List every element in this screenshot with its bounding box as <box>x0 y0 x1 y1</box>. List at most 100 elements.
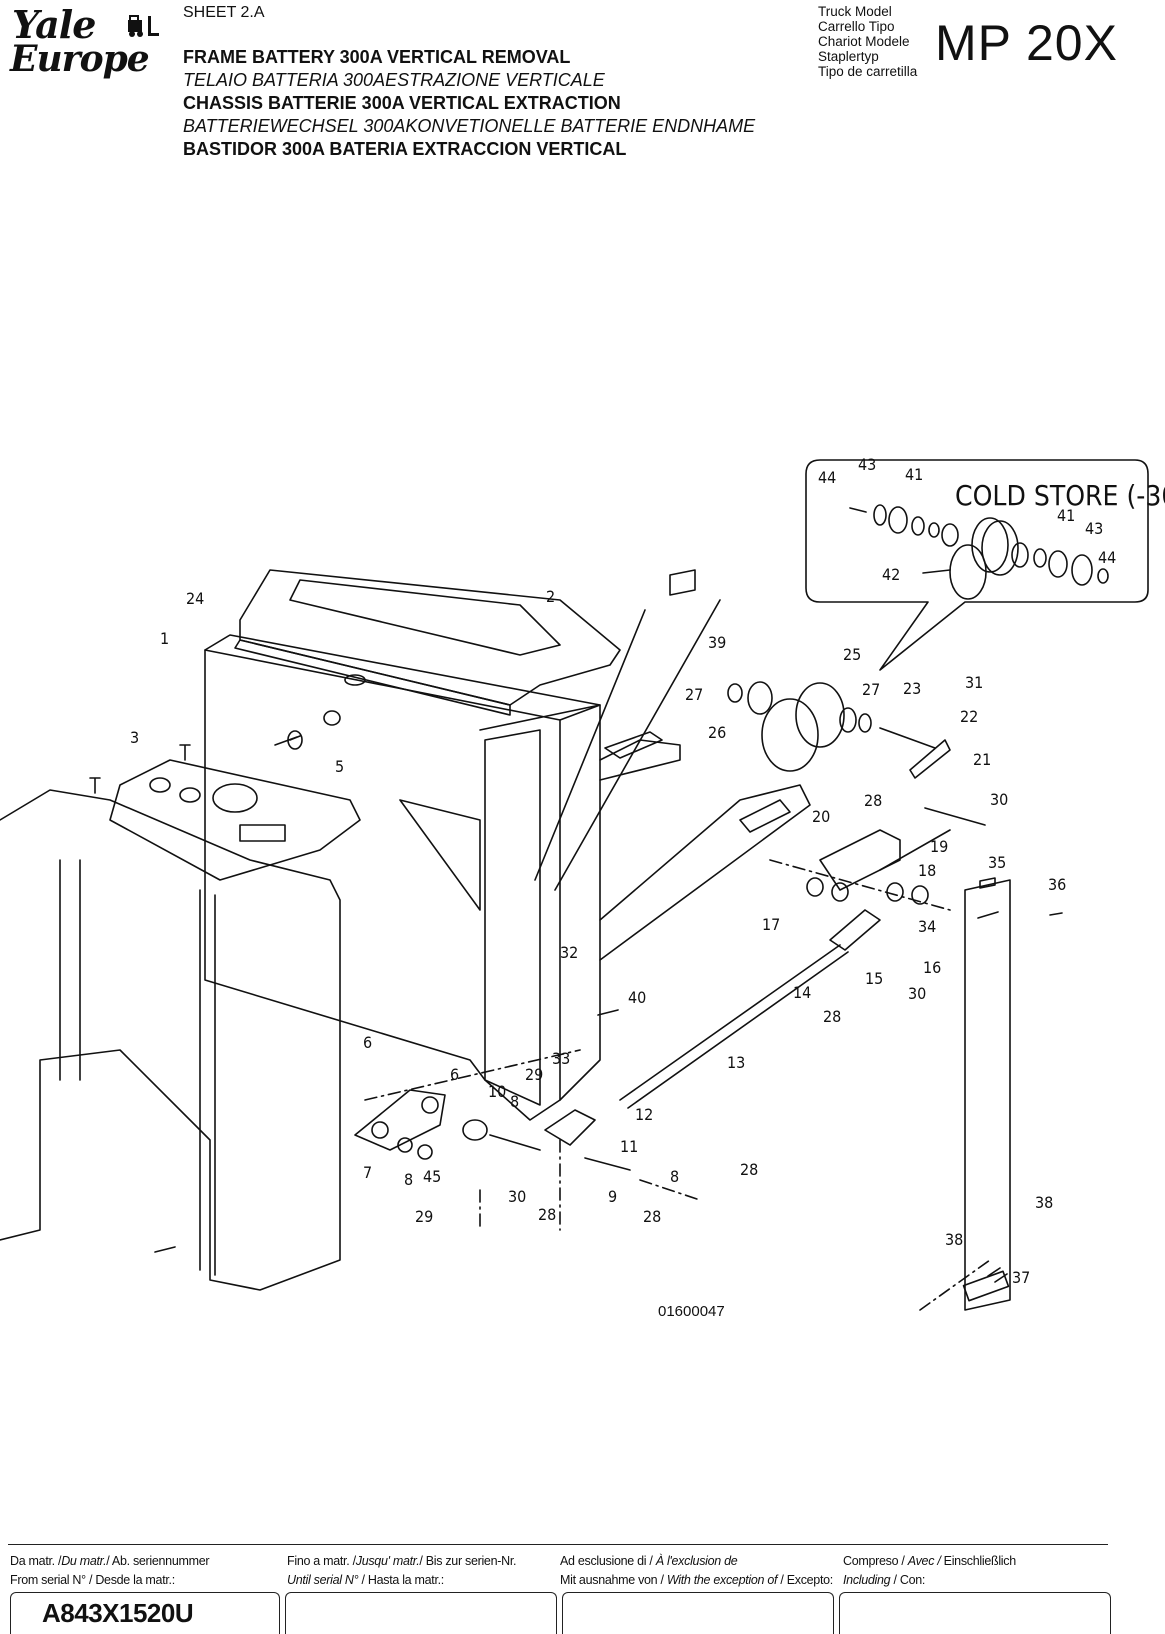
part-label-30a: 30 <box>990 790 1008 809</box>
part-label-29a: 29 <box>525 1065 543 1084</box>
logo-yale-text: Yale <box>12 2 96 47</box>
part-number-labels: 24 2 1 39 3 5 25 27 27 23 31 22 26 21 28… <box>130 455 1116 1320</box>
part-label-5: 5 <box>335 757 344 776</box>
part-label-7: 7 <box>363 1163 372 1182</box>
part-label-16: 16 <box>923 958 941 977</box>
part-label-43a: 43 <box>858 455 876 474</box>
part-label-13: 13 <box>727 1053 745 1072</box>
part-label-12: 12 <box>635 1105 653 1124</box>
part-label-34: 34 <box>918 917 936 936</box>
part-label-8b: 8 <box>670 1167 679 1186</box>
model-label-es: Tipo de carretilla <box>818 64 918 79</box>
until-serial-box <box>285 1592 557 1634</box>
part-label-45: 45 <box>423 1167 441 1186</box>
exception-label-en: With the exception of <box>666 1573 778 1587</box>
part-label-27b: 27 <box>862 680 880 699</box>
part-label-24: 24 <box>186 589 204 608</box>
model-labels: Truck Model Carrello Tipo Chariot Modele… <box>818 4 917 79</box>
drawing-code: 01600047 <box>658 1303 725 1320</box>
model-code: MP 20X <box>935 15 1118 71</box>
front-cover <box>0 759 361 1291</box>
until-label-es: / Hasta la matr.: <box>358 1573 445 1587</box>
fork-arms <box>599 731 811 961</box>
part-label-15: 15 <box>865 969 883 988</box>
title-de: BATTERIEWECHSEL 300AKONVETIONELLE BATTER… <box>183 116 756 136</box>
until-label-en: Until serial N° <box>287 1573 359 1587</box>
part-label-28d: 28 <box>538 1205 556 1224</box>
part-label-40: 40 <box>628 988 646 1007</box>
title-en: FRAME BATTERY 300A VERTICAL REMOVAL <box>183 47 571 67</box>
footer-exception-label: Ad esclusione di / À l'exclusion de Mit … <box>560 1552 833 1590</box>
part-label-2: 2 <box>546 587 555 606</box>
part-label-28e: 28 <box>643 1207 661 1226</box>
part-label-38a: 38 <box>1035 1193 1053 1212</box>
cold-store-label: COLD STORE (-30°) <box>955 479 1165 512</box>
cold-store-callout: COLD STORE (-30°) <box>805 459 1165 671</box>
footer-rule <box>8 1544 1108 1545</box>
part-label-8a: 8 <box>510 1092 519 1111</box>
part-label-37: 37 <box>1012 1268 1030 1287</box>
cold-store-wheel-assembly <box>849 504 1109 600</box>
until-label-fr: Jusqu' matr. <box>355 1554 420 1568</box>
footer-including-label: Compreso / Avec / Einschließlich Includi… <box>843 1552 1016 1590</box>
part-label-32: 32 <box>560 943 578 962</box>
part-label-21: 21 <box>973 750 991 769</box>
part-label-43b: 43 <box>1085 519 1103 538</box>
battery-cover <box>234 569 621 716</box>
roller-assembly <box>727 681 951 779</box>
title-fr: CHASSIS BATTERIE 300A VERTICAL EXTRACTIO… <box>183 93 621 113</box>
part-label-8c: 8 <box>404 1170 413 1189</box>
model-label-en: Truck Model <box>818 4 892 19</box>
part-label-36: 36 <box>1048 875 1066 894</box>
bellcrank-assembly <box>354 1089 631 1171</box>
exception-label-fr: À l'exclusion de <box>655 1554 738 1568</box>
part-label-3: 3 <box>130 728 139 747</box>
including-label-it: Compreso / <box>843 1554 908 1568</box>
part-label-6a: 6 <box>363 1033 372 1052</box>
part-label-20: 20 <box>812 807 830 826</box>
battery-frame <box>204 634 601 1121</box>
part-label-9: 9 <box>608 1187 617 1206</box>
part-label-11: 11 <box>620 1137 638 1156</box>
part-label-42: 42 <box>882 565 900 584</box>
part-label-28c: 28 <box>740 1160 758 1179</box>
part-label-31: 31 <box>965 673 983 692</box>
sheet-number: SHEET 2.A <box>183 4 265 21</box>
part-label-35: 35 <box>988 853 1006 872</box>
part-label-10: 10 <box>488 1082 506 1101</box>
exception-label-es: / Excepto: <box>777 1573 833 1587</box>
part-label-41b: 41 <box>1057 506 1075 525</box>
part-label-1: 1 <box>160 629 169 648</box>
title-es: BASTIDOR 300A BATERIA EXTRACCION VERTICA… <box>183 139 627 159</box>
part-label-25: 25 <box>843 645 861 664</box>
footer-until-serial-label: Fino a matr. /Jusqu' matr./ Bis zur seri… <box>287 1552 516 1590</box>
part-label-33: 33 <box>552 1049 570 1068</box>
from-serial-value: A843X1520U <box>42 1598 194 1628</box>
from-serial-box <box>10 1592 280 1634</box>
from-label-fr: Du matr. <box>61 1554 107 1568</box>
part-label-28b: 28 <box>823 1007 841 1026</box>
title-it: TELAIO BATTERIA 300AESTRAZIONE VERTICALE <box>183 70 605 90</box>
part-label-19: 19 <box>930 837 948 856</box>
part-label-44b: 44 <box>1098 548 1116 567</box>
including-label-es: / Con: <box>890 1573 926 1587</box>
exception-label-de: Mit ausnahme von / <box>560 1573 667 1587</box>
including-label-en: Including <box>843 1573 891 1587</box>
model-label-it: Carrello Tipo <box>818 19 895 34</box>
model-label-de: Staplertyp <box>818 49 879 64</box>
part-label-23: 23 <box>903 679 921 698</box>
fasteners <box>89 569 1063 1302</box>
title-block: FRAME BATTERY 300A VERTICAL REMOVAL TELA… <box>183 46 755 161</box>
part-label-6b: 6 <box>450 1065 459 1084</box>
part-label-30c: 30 <box>508 1187 526 1206</box>
part-label-18: 18 <box>918 861 936 880</box>
assembly-centerlines <box>364 859 991 1311</box>
part-label-41a: 41 <box>905 465 923 484</box>
exception-label-it: Ad esclusione di / <box>560 1554 656 1568</box>
part-label-28a: 28 <box>864 791 882 810</box>
part-label-27a: 27 <box>685 685 703 704</box>
including-label-fr: Avec / <box>907 1554 941 1568</box>
from-label-it: Da matr. / <box>10 1554 62 1568</box>
exploded-parts-diagram: COLD STORE (-30°) <box>0 455 1165 1320</box>
yale-europe-logo: Yale Europe <box>8 2 168 80</box>
